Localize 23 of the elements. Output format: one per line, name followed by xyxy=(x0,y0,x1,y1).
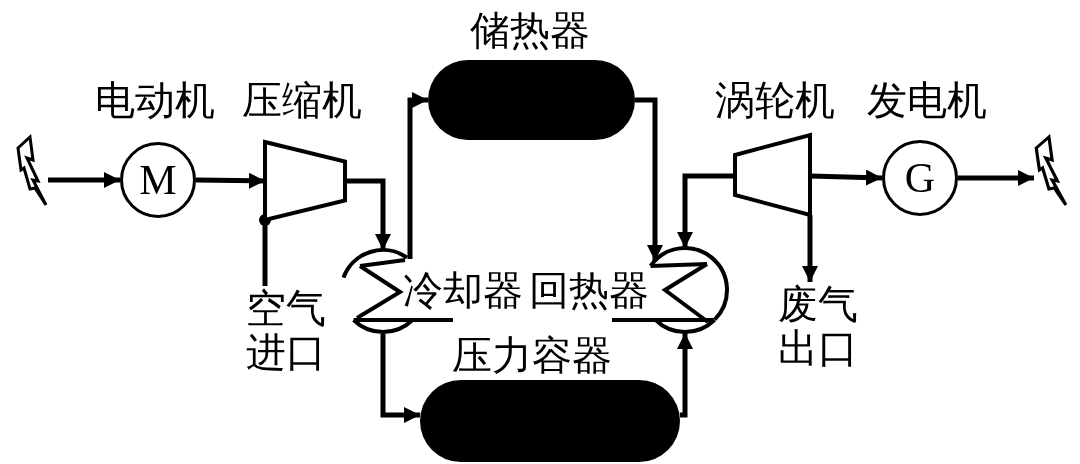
outlet-label: 废气出口 xyxy=(777,282,859,370)
flow-arrow xyxy=(345,178,391,250)
component-label: 压缩机 xyxy=(242,78,362,122)
component-label: 电动机 xyxy=(95,78,215,122)
flow-arrow xyxy=(380,334,420,423)
generator-symbol: G xyxy=(882,140,958,216)
flow-arrow xyxy=(677,173,735,248)
motor-symbol: M xyxy=(120,142,196,218)
flow-arrow xyxy=(958,170,1034,186)
component-label: 压力容器 xyxy=(452,333,612,377)
flow-arrow xyxy=(48,172,120,188)
connector-line xyxy=(259,214,271,286)
component-label: 储热器 xyxy=(469,8,591,54)
flow-arrow xyxy=(677,333,693,418)
component-label: 发电机 xyxy=(867,78,987,122)
flow-arrow xyxy=(809,169,883,186)
flow-arrow xyxy=(407,92,428,259)
component-label: 冷却器 xyxy=(403,268,523,312)
component-label: 涡轮机 xyxy=(715,78,835,122)
flow-arrow xyxy=(635,97,663,261)
inlet-label: 空气进口 xyxy=(245,286,327,374)
flow-arrow xyxy=(802,215,818,282)
component-label: 回热器 xyxy=(529,268,649,312)
